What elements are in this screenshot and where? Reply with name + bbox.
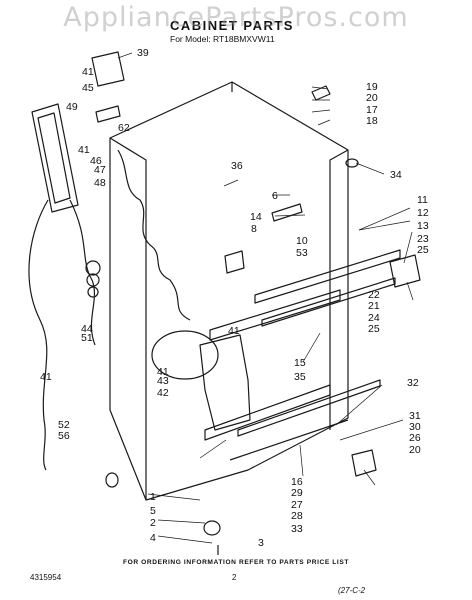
callout-44: 44 [81,323,93,335]
callout-15: 15 [294,357,306,369]
callout-39: 39 [137,47,149,59]
callout-3: 3 [258,537,264,549]
callout-52: 52 [58,419,70,431]
lower-rail [229,419,349,461]
model-line: For Model: RT18BMXVW11 [170,34,275,44]
callout-5: 5 [150,505,156,517]
callout-45: 45 [82,82,94,94]
callout-20b: 20 [409,444,421,456]
callout-42: 42 [157,387,169,399]
callout-48: 48 [94,177,106,189]
callout-8: 8 [251,223,257,235]
wire-coil [85,260,101,276]
bracket [95,105,121,123]
callout-14: 14 [250,211,262,223]
callout-12: 12 [417,207,429,219]
page-number: 2 [232,573,237,582]
callout-41c: 41 [40,371,52,383]
cabinet-left-face [109,137,147,500]
callout-24: 24 [368,312,380,324]
cutaway-circle [151,330,219,380]
callout-26: 26 [409,432,421,444]
lower-shelf [204,384,331,441]
rail-32 [237,379,381,437]
leveling-leg [105,472,119,488]
bracket-8 [224,250,245,274]
hinge-bracket-30 [351,449,377,477]
callout-27: 27 [291,499,303,511]
callout-47: 47 [94,164,106,176]
callout-4: 4 [150,532,156,544]
upper-rail [254,249,401,304]
callout-25: 25 [417,244,429,256]
callout-17: 17 [366,104,378,116]
callout-46: 46 [90,155,102,167]
callout-51: 51 [81,332,93,344]
callout-30: 30 [409,421,421,433]
callout-41e: 41 [157,366,169,378]
callout-1: 1 [150,491,156,503]
callout-34: 34 [390,169,402,181]
callout-25b: 25 [368,323,380,335]
callout-43: 43 [157,375,169,387]
roller-2 [203,520,221,536]
callout-22: 22 [368,289,380,301]
hinge-panel [31,103,79,213]
callout-32: 32 [407,377,419,389]
callout-6: 6 [272,190,278,202]
liner-divider [209,289,341,341]
callout-62: 62 [118,122,130,134]
insulation-block [199,334,251,431]
callout-49: 49 [66,101,78,113]
callout-41b: 41 [78,144,90,156]
hinge-panel-inner [37,112,71,204]
hinge-bracket-13 [389,254,421,288]
callout-35: 35 [294,371,306,383]
revision-code: (27-C-2 [338,586,366,595]
callout-56: 56 [58,430,70,442]
bushing-34 [345,158,359,168]
callout-2: 2 [150,517,156,529]
doc-number: 4315954 [30,573,62,582]
control-panel [91,51,125,87]
callout-53: 53 [296,247,308,259]
handle-14 [271,203,303,222]
callout-19: 19 [366,81,378,93]
page-title: CABINET PARTS [170,18,294,33]
cutaway-edge [117,149,191,321]
cabinet-outline [109,81,349,501]
wire-harness [28,199,96,471]
callout-31: 31 [409,410,421,422]
callout-29: 29 [291,487,303,499]
callout-28: 28 [291,510,303,522]
callout-21: 21 [368,300,380,312]
callout-20: 20 [366,92,378,104]
callout-36: 36 [231,160,243,172]
callout-41d: 41 [228,325,240,337]
callout-10: 10 [296,235,308,247]
callout-13: 13 [417,220,429,232]
cabinet-front-edge [231,82,349,430]
callout-18: 18 [366,115,378,127]
callout-23: 23 [417,233,429,245]
callout-41: 41 [82,66,94,78]
callout-11: 11 [417,194,428,206]
callout-33: 33 [291,523,303,535]
ordering-note: FOR ORDERING INFORMATION REFER TO PARTS … [123,559,349,566]
callout-16: 16 [291,476,303,488]
